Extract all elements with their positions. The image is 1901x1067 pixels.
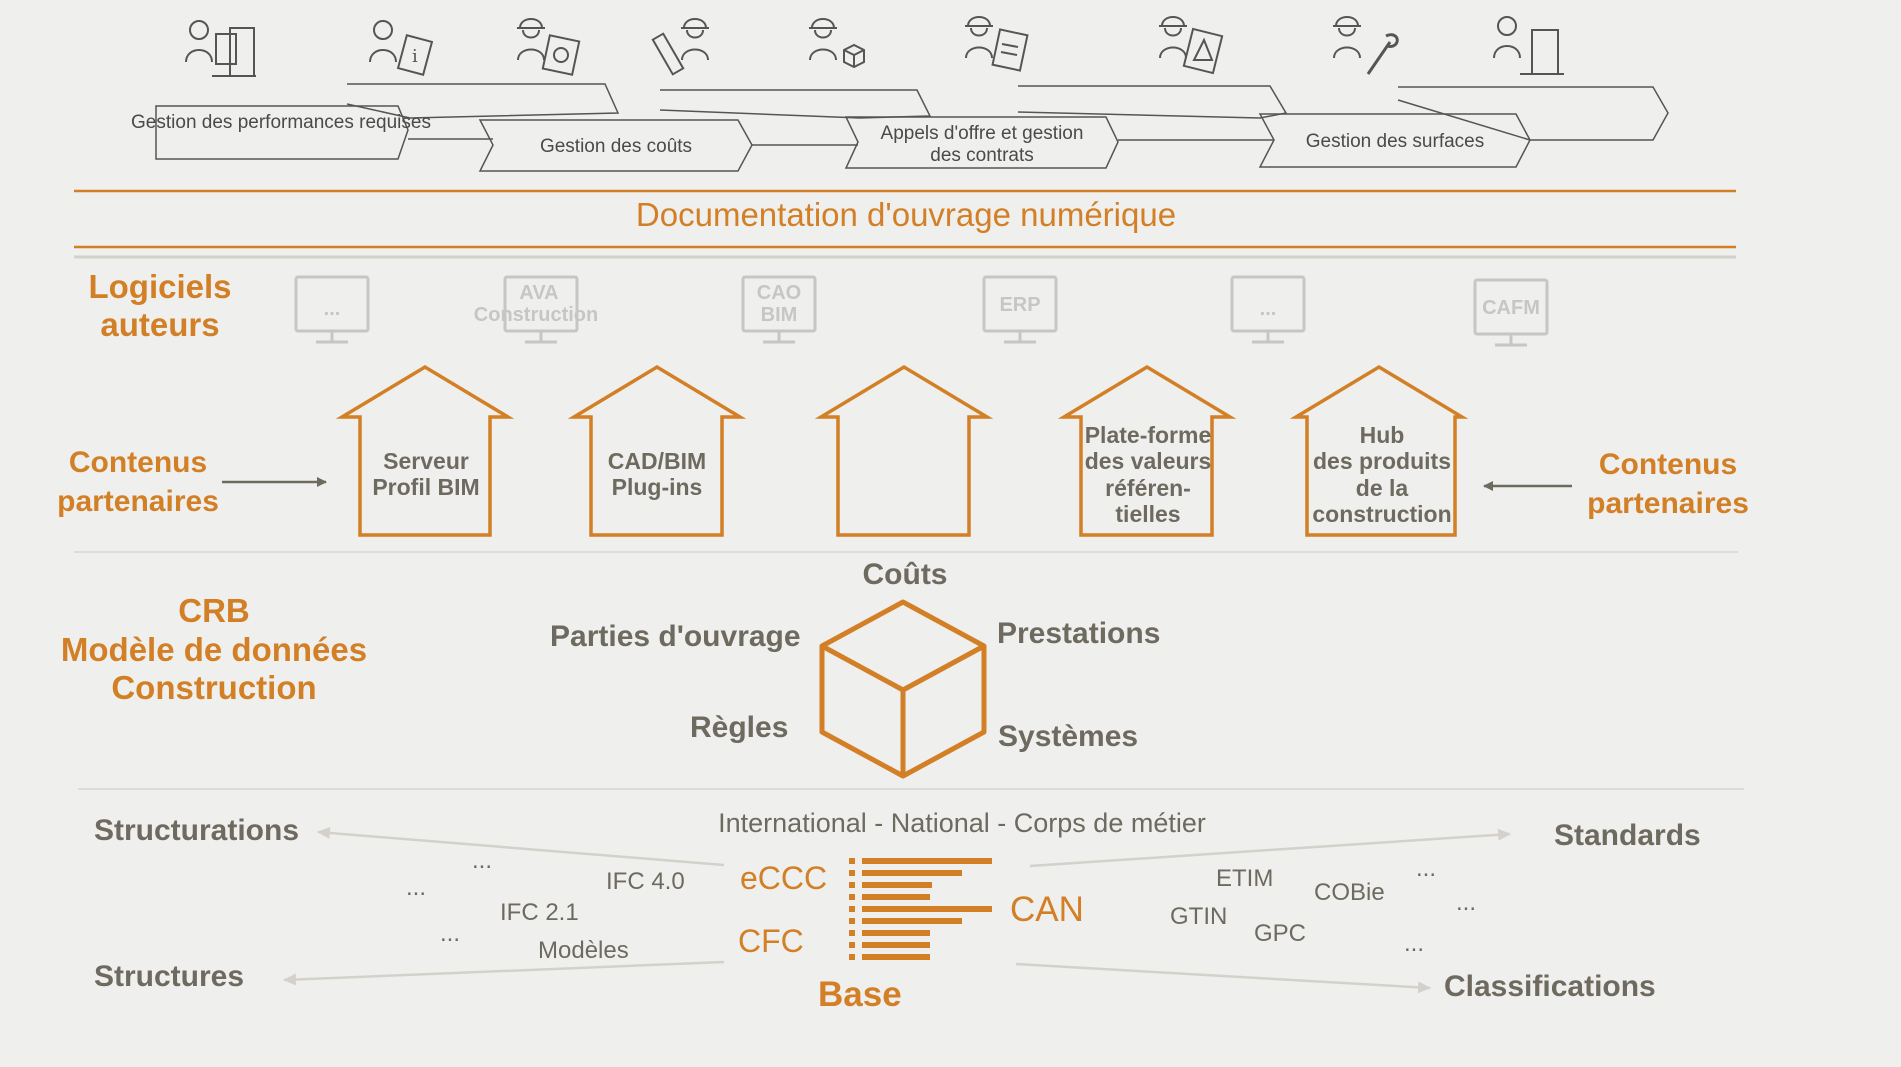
cobie-label: COBie <box>1314 879 1385 906</box>
process-step-performance: Gestion des performances requises <box>131 112 431 133</box>
monitor-sublabel: BIM <box>760 304 798 326</box>
gtin-label: GTIN <box>1170 903 1228 930</box>
cube-icon <box>819 599 987 779</box>
classifications-label: Classifications <box>1444 970 1656 1003</box>
monitor-label: ... <box>323 298 341 320</box>
standards-arrows <box>283 826 1511 994</box>
person-box-icon <box>808 18 865 69</box>
scope-label: International - National - Corps de méti… <box>718 808 1206 838</box>
person-document-icon: i <box>369 20 434 77</box>
cube-label-systems: Systèmes <box>998 720 1139 753</box>
worker-money-icon <box>516 18 581 76</box>
software-title-line2: auteurs <box>100 306 220 343</box>
cube-label-parts: Parties d'ouvrage <box>550 620 801 653</box>
process-step-costs: Gestion des coûts <box>539 136 693 157</box>
partners-right-line2: partenaires <box>1587 487 1749 520</box>
ifc21-label: IFC 2.1 <box>500 899 579 926</box>
left-dots-3: ... <box>440 920 461 947</box>
process-chevrons <box>155 83 1669 172</box>
partners-left-line2: partenaires <box>57 485 219 518</box>
monitor-label: CAO <box>756 282 802 304</box>
person-building-icon <box>1493 16 1564 75</box>
structurations-label: Structurations <box>94 814 300 847</box>
monitor-label: CAFM <box>1482 297 1540 319</box>
monitor-label: AVA <box>519 282 559 304</box>
band-title: Documentation d'ouvrage numérique <box>635 196 1177 233</box>
software-title-line1: Logiciels <box>88 268 232 305</box>
right-dots-2: ... <box>1456 889 1477 916</box>
house-reference-platform-label: Plate-forme des valeurs référen- tielles <box>1084 422 1212 528</box>
left-dots-1: ... <box>472 847 493 874</box>
crb-title-line1: CRB <box>178 592 250 629</box>
person-building-icon <box>185 20 256 77</box>
house-bim-server-label: Serveur Profil BIM <box>372 448 480 501</box>
modeles-label: Modèles <box>538 937 629 964</box>
house-product-hub-label: Hub des produits de la construction <box>1312 422 1452 528</box>
monitor-label: ERP <box>999 294 1041 316</box>
worker-checklist-icon <box>964 16 1029 72</box>
can-label: CAN <box>1010 890 1084 929</box>
monitor-sublabel: Construction <box>473 304 599 326</box>
monitor-label: ... <box>1259 298 1277 320</box>
eccc-label: eCCC <box>740 860 828 896</box>
partners-left-line1: Contenus <box>68 446 208 479</box>
left-dots-2: ... <box>406 874 427 901</box>
standards-label: Standards <box>1554 819 1701 852</box>
worker-plan-icon <box>1158 16 1224 75</box>
right-dots-3: ... <box>1404 930 1425 957</box>
cube-label-rules: Règles <box>690 711 789 744</box>
role-icons: i <box>185 16 1564 77</box>
cfc-label: CFC <box>738 923 804 959</box>
partners-right-line1: Contenus <box>1598 448 1738 481</box>
right-dots-1: ... <box>1416 855 1437 882</box>
structures-label: Structures <box>94 960 245 993</box>
crb-title-line2: Modèle de données <box>60 631 368 668</box>
worker-tools-icon <box>651 18 710 76</box>
cube-label-costs: Coûts <box>862 558 948 591</box>
gpc-label: GPC <box>1254 920 1307 947</box>
ifc40-label: IFC 4.0 <box>606 868 685 895</box>
base-label: Base <box>818 975 902 1014</box>
house-plugins-label: CAD/BIM Plug-ins <box>607 448 707 501</box>
worker-wrench-icon <box>1332 16 1399 75</box>
houses <box>335 364 1469 537</box>
process-step-tenders: Appels d'offre et gestion des contrats <box>880 123 1084 166</box>
etim-label: ETIM <box>1216 865 1274 892</box>
crb-title-line3: Construction <box>111 669 317 706</box>
process-step-surfaces: Gestion des surfaces <box>1305 131 1485 152</box>
bars-icon <box>849 858 992 960</box>
cube-label-services: Prestations <box>997 617 1161 650</box>
svg-text:i: i <box>412 46 418 67</box>
